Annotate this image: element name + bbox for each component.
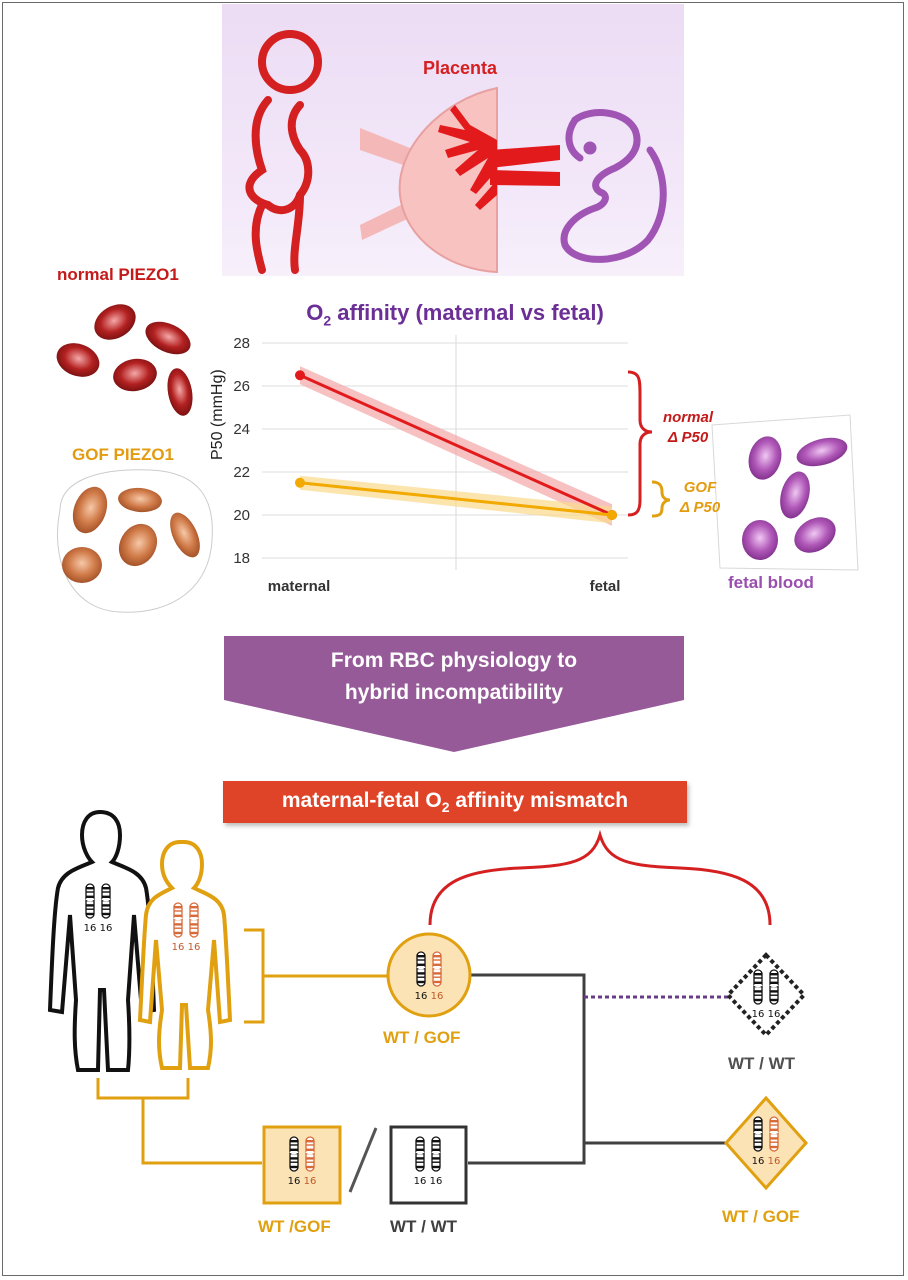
- svg-text:16: 16: [100, 923, 113, 934]
- gof-delta-brace: [651, 480, 671, 518]
- pregnant-woman-icon: [245, 30, 322, 274]
- chart-series-line: [299, 373, 613, 517]
- pedigree-lines: [96, 928, 728, 1193]
- fetal-blood-label: fetal blood: [728, 573, 814, 592]
- chromosome-icon: 16: [84, 883, 97, 934]
- chromosome-icon: 16: [172, 902, 185, 953]
- chromosome-icon: 16: [415, 951, 428, 1002]
- chromosome-icon: 16: [414, 1136, 427, 1187]
- svg-text:16: 16: [430, 1176, 443, 1187]
- normal-piezo1-label: normal PIEZO1: [57, 265, 179, 284]
- svg-text:16: 16: [768, 1009, 781, 1020]
- svg-text:16: 16: [84, 923, 97, 934]
- offspring-wt-symbol: [725, 952, 807, 1038]
- svg-text:16: 16: [172, 942, 185, 953]
- chromosome-icon: 16: [188, 902, 201, 953]
- normal-delta-brace: [627, 370, 653, 517]
- offspring-wt-genotype: WT / WT: [728, 1054, 796, 1073]
- offspring-gof-genotype: WT / GOF: [722, 1207, 800, 1226]
- chart-series-line: [299, 481, 613, 517]
- mismatch-brace: [428, 829, 772, 926]
- svg-text:16: 16: [415, 991, 428, 1002]
- chromosome-icon: 16: [768, 1116, 781, 1167]
- placenta-icon: [360, 86, 560, 274]
- chromosome-icon: 16: [288, 1136, 301, 1187]
- hybrid-female-symbol: [386, 932, 472, 1018]
- fetus-icon: [560, 109, 667, 263]
- chart-point: [295, 477, 305, 488]
- chart-x-tick-label: maternal: [268, 578, 331, 595]
- chart-y-tick-label: 26: [233, 378, 250, 395]
- chart-y-tick-label: 22: [233, 464, 250, 481]
- female-figure-icon: [137, 840, 233, 1070]
- placenta-label: Placenta: [422, 58, 498, 78]
- parent-wt-symbol: [389, 1125, 468, 1205]
- chart-y-tick-label: 24: [233, 421, 250, 438]
- svg-text:16: 16: [304, 1176, 317, 1187]
- chart-title: O2 affinity (maternal vs fetal): [306, 300, 604, 329]
- chart-x-tick-label: fetal: [590, 578, 621, 595]
- gof-piezo1-label: GOF PIEZO1: [72, 445, 175, 464]
- chart-y-tick-label: 20: [233, 507, 250, 524]
- mismatch-banner-text: maternal-fetal O2 affinity mismatch: [281, 789, 629, 816]
- svg-text:16: 16: [768, 1156, 781, 1167]
- svg-text:16: 16: [414, 1176, 427, 1187]
- svg-text:16: 16: [288, 1176, 301, 1187]
- chart-point: [607, 510, 617, 520]
- svg-text:16: 16: [431, 991, 444, 1002]
- svg-text:16: 16: [188, 942, 201, 953]
- parent-gof-symbol: [262, 1125, 342, 1205]
- transition-banner-arrow: [224, 636, 684, 752]
- chart-y-tick-label: 28: [233, 335, 250, 352]
- chromosome-icon: 16: [304, 1136, 317, 1187]
- gof-rbc-cells-icon: [62, 486, 200, 583]
- svg-text:16: 16: [752, 1156, 765, 1167]
- chart-y-tick-label: 18: [233, 550, 250, 567]
- p50-chart: 18 20 22 24 26 28 maternal fetal: [233, 335, 628, 595]
- male-figure-icon: [47, 809, 157, 1072]
- chromosome-icon: 16: [430, 1136, 443, 1187]
- parent-gof-genotype: WT /GOF: [258, 1217, 331, 1236]
- chromosome-icon: 16: [768, 969, 781, 1020]
- svg-text:16: 16: [752, 1009, 765, 1020]
- normal-rbc-cells-icon: [56, 304, 193, 416]
- parent-wt-genotype: WT / WT: [390, 1217, 458, 1236]
- chromosome-icon: 16: [100, 883, 113, 934]
- chromosome-icon: 16: [431, 951, 444, 1002]
- hybrid-female-genotype: WT / GOF: [383, 1028, 461, 1047]
- chromosome-icon: 16: [752, 1116, 765, 1167]
- chart-point: [295, 370, 305, 381]
- fetal-rbc-cells-icon: [742, 436, 848, 560]
- chart-y-axis-label: P50 (mmHg): [209, 369, 226, 460]
- mismatch-banner: [223, 781, 687, 823]
- chromosome-icon: 16: [752, 969, 765, 1020]
- offspring-gof-symbol: [723, 1095, 809, 1191]
